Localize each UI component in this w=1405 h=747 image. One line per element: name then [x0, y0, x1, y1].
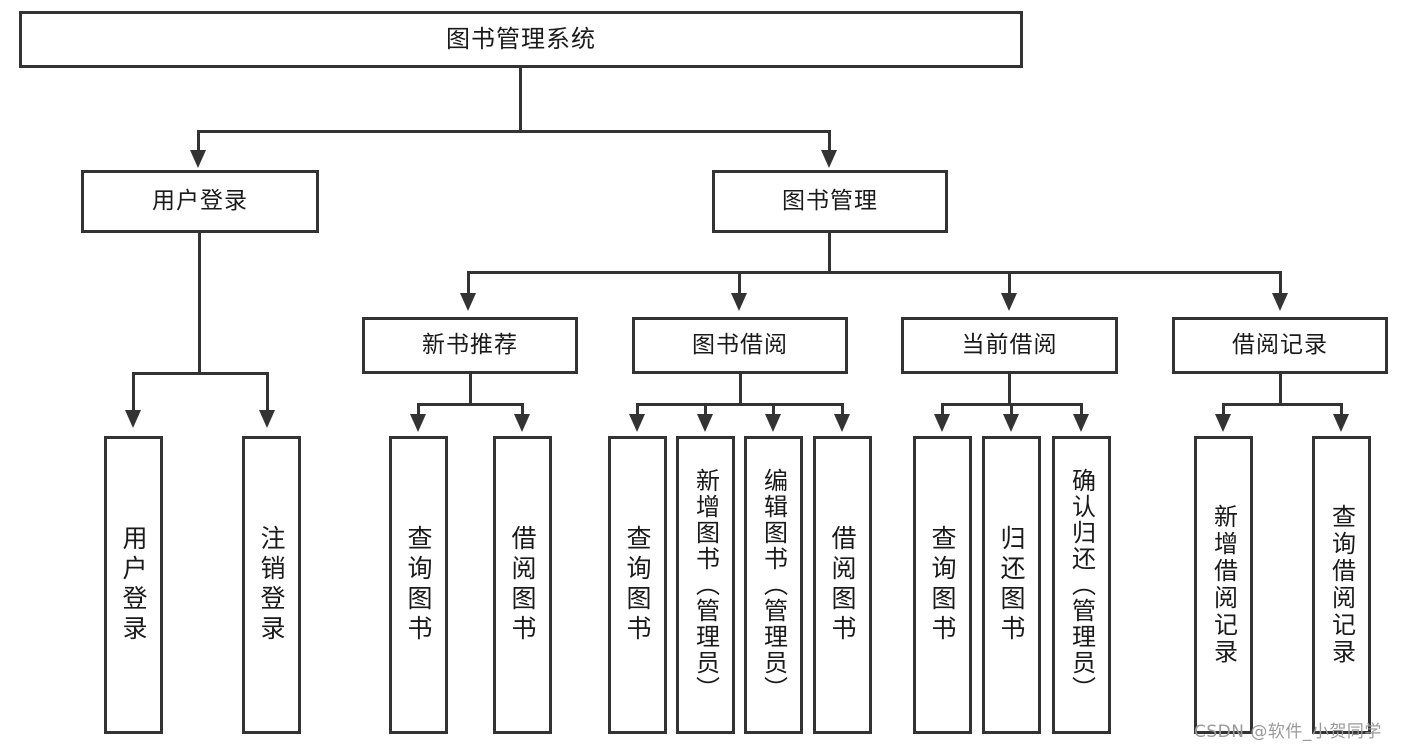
arrowhead-leaf-add-book: [697, 414, 713, 432]
arrowhead-leaf-return-book: [1003, 414, 1019, 432]
edge-book-manage-stem: [828, 233, 831, 274]
edge-br-drop-1: [1222, 403, 1225, 417]
arrowhead-book-borrow: [731, 293, 747, 311]
edge-bm-drop-borrow-record: [1279, 271, 1282, 296]
csdn-watermark: CSDN @软件_小贺同学: [1194, 722, 1382, 742]
edge-user-login-drop-2: [266, 372, 269, 413]
edge-br-bus: [1222, 403, 1342, 406]
node-user-login[interactable]: 用户登录: [81, 170, 319, 233]
arrowhead-leaf-logout: [259, 410, 275, 428]
node-borrow-record[interactable]: 借阅记录: [1172, 317, 1388, 374]
arrowhead-leaf-query-book-1: [410, 414, 426, 432]
edge-bm-drop-new-book: [467, 271, 470, 296]
edge-root-stem: [519, 68, 522, 132]
leaf-borrow-book-recommend[interactable]: 借阅图书: [493, 436, 552, 734]
arrowhead-user-login: [190, 150, 206, 168]
edge-bb-drop-3: [772, 403, 775, 417]
arrowhead-borrow-record: [1272, 293, 1288, 311]
node-new-book-recommend[interactable]: 新书推荐: [362, 317, 578, 374]
edge-nbr-stem: [469, 374, 472, 405]
edge-user-login-stem: [198, 233, 201, 374]
edge-bm-drop-current-borrow: [1008, 271, 1011, 296]
edge-bb-bus: [636, 403, 844, 406]
leaf-query-book-current[interactable]: 查询图书: [913, 436, 972, 734]
edge-br-stem: [1279, 374, 1282, 405]
edge-nbr-drop-1: [417, 403, 420, 417]
leaf-add-borrow-record[interactable]: 新增借阅记录: [1194, 436, 1253, 734]
node-root-system[interactable]: 图书管理系统: [19, 11, 1023, 68]
edge-cb-stem: [1008, 374, 1011, 405]
edge-book-manage-bus: [467, 271, 1282, 274]
edge-bb-drop-1: [636, 403, 639, 417]
leaf-confirm-return-admin[interactable]: 确认归还（管理员）: [1052, 436, 1111, 734]
edge-cb-drop-1: [941, 403, 944, 417]
edge-root-to-book-manage: [828, 130, 831, 153]
edge-root-to-user-login: [197, 130, 200, 153]
edge-nbr-bus: [417, 403, 524, 406]
edge-bb-drop-2: [704, 403, 707, 417]
edge-bm-drop-book-borrow: [738, 271, 741, 296]
edge-bb-stem: [739, 374, 742, 405]
arrowhead-new-book-recommend: [460, 293, 476, 311]
arrowhead-leaf-borrow-book-2: [834, 414, 850, 432]
edge-nbr-drop-2: [521, 403, 524, 417]
leaf-query-borrow-record[interactable]: 查询借阅记录: [1312, 436, 1371, 734]
arrowhead-leaf-add-record: [1215, 414, 1231, 432]
leaf-edit-book-admin[interactable]: 编辑图书（管理员）: [744, 436, 803, 734]
arrowhead-current-borrow: [1001, 293, 1017, 311]
arrowhead-leaf-query-book-3: [934, 414, 950, 432]
arrowhead-leaf-query-book-2: [629, 414, 645, 432]
leaf-return-book[interactable]: 归还图书: [982, 436, 1041, 734]
leaf-add-book-admin[interactable]: 新增图书（管理员）: [676, 436, 735, 734]
node-current-borrow[interactable]: 当前借阅: [901, 317, 1118, 374]
leaf-query-book-borrow[interactable]: 查询图书: [608, 436, 667, 734]
arrowhead-leaf-user-login: [125, 410, 141, 428]
edge-root-bus: [197, 130, 831, 133]
arrowhead-leaf-query-record: [1333, 414, 1349, 432]
leaf-user-login[interactable]: 用户登录: [104, 436, 163, 734]
edge-user-login-bus: [132, 372, 269, 375]
leaf-borrow-book-borrow[interactable]: 借阅图书: [813, 436, 872, 734]
edge-cb-drop-2: [1010, 403, 1013, 417]
node-book-borrow[interactable]: 图书借阅: [632, 317, 848, 374]
edge-br-drop-2: [1340, 403, 1343, 417]
leaf-logout[interactable]: 注销登录: [242, 436, 301, 734]
arrowhead-leaf-confirm-return: [1073, 414, 1089, 432]
arrowhead-leaf-edit-book: [765, 414, 781, 432]
edge-cb-drop-3: [1080, 403, 1083, 417]
node-book-manage[interactable]: 图书管理: [712, 170, 948, 233]
edge-user-login-drop-1: [132, 372, 135, 413]
edge-bb-drop-4: [841, 403, 844, 417]
arrowhead-leaf-borrow-book-1: [514, 414, 530, 432]
leaf-query-book-recommend[interactable]: 查询图书: [389, 436, 448, 734]
arrowhead-book-manage: [821, 150, 837, 168]
